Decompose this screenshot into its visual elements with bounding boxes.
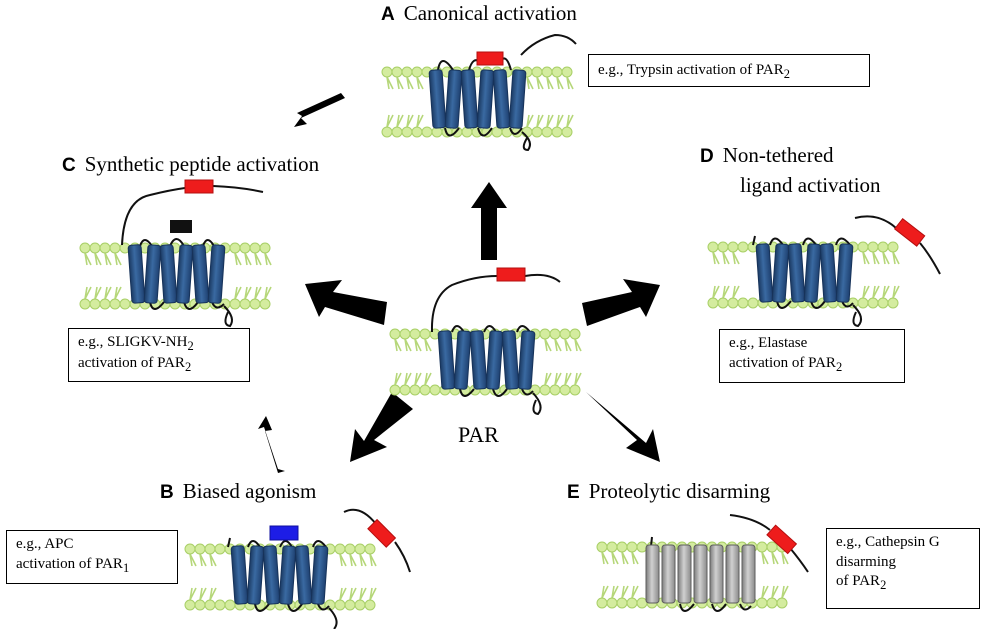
panel-E-title: Proteolytic disarming (588, 479, 771, 503)
panel-A-example-box: e.g., Trypsin activation of PAR2 (588, 54, 870, 87)
panel-C-letter: C (62, 155, 76, 176)
panel-B-example-line2: activation of PAR (16, 555, 123, 572)
arrow-B-to-C (258, 416, 285, 473)
panel-C-example-line1: e.g., SLIGKV-NH (78, 334, 188, 350)
membrane-A (381, 66, 574, 138)
receptor-C (121, 179, 264, 328)
panel-C-example-line1-sub: 2 (187, 339, 194, 353)
tethered-ligand-red (184, 179, 214, 194)
panel-C-example-box: e.g., SLIGKV-NH2 activation of PAR2 (68, 328, 250, 382)
cleaved-ligand-red (893, 217, 926, 247)
panel-B-example-sub: 1 (122, 560, 130, 575)
panel-E-example-sub: 2 (880, 578, 887, 592)
panel-A-letter: A (381, 4, 395, 25)
panel-C-example-line2: activation of PAR (78, 355, 185, 372)
panel-D-letter: D (700, 146, 714, 167)
tethered-ligand-red (476, 51, 504, 66)
cleaved-ligand-red (367, 518, 397, 548)
synthetic-peptide-black (170, 220, 192, 233)
panel-A-example-sub: 2 (783, 67, 790, 81)
panel-E-letter: E (567, 482, 580, 503)
panel-A-title: Canonical activation (403, 1, 577, 25)
panel-D-example-line1: e.g., Elastase (729, 335, 808, 351)
receptor-A (428, 33, 577, 152)
panel-C-heading: C Synthetic peptide activation (62, 152, 320, 177)
panel-A-example-text: e.g., Trypsin activation of PAR (598, 62, 784, 78)
panel-B-heading: B Biased agonism (160, 479, 317, 504)
membrane-E (596, 541, 789, 609)
panel-E-example-box: e.g., Cathepsin G disarming of PAR2 (826, 528, 980, 609)
arrow-center-to-A (471, 182, 507, 260)
panel-E-example-line3: of PAR (836, 573, 881, 589)
receptor-center (430, 267, 561, 416)
biased-ligand-blue (269, 525, 299, 541)
panel-C-example-line2-sub: 2 (184, 360, 192, 375)
center-label: PAR (458, 422, 499, 447)
arrow-center-to-B (350, 392, 413, 462)
panel-D-title-line2: ligand activation (740, 173, 881, 197)
tethered-ligand-red (496, 267, 526, 282)
panel-D-heading: D Non-tethered (700, 143, 834, 168)
receptor-B (227, 508, 411, 629)
panel-B-title: Biased agonism (182, 479, 317, 503)
cleaved-ligand-red (766, 524, 798, 555)
panel-D-title-line1: Non-tethered (722, 143, 834, 167)
panel-C-title: Synthetic peptide activation (84, 152, 320, 176)
big-arrows (258, 93, 660, 473)
panel-D-example-box: e.g., Elastase activation of PAR2 (719, 329, 905, 383)
panel-D-example-sub: 2 (835, 359, 843, 374)
panel-E-heading: E Proteolytic disarming (567, 479, 771, 504)
arrow-center-to-C (305, 280, 387, 325)
arrow-center-to-D (582, 279, 660, 326)
panel-E-example-line1: e.g., Cathepsin G (836, 534, 940, 550)
panel-B-example-line1: e.g., APC (16, 536, 74, 552)
panel-B-letter: B (160, 482, 174, 503)
receptor-E (645, 514, 809, 612)
panel-D-example-line2: activation of PAR (729, 354, 836, 371)
panel-E-example-line2: disarming (836, 553, 896, 570)
arrow-C-to-A (294, 93, 345, 127)
panel-B-example-box: e.g., APC activation of PAR1 (6, 530, 178, 584)
receptor-D (752, 215, 941, 328)
arrow-center-to-E (586, 392, 660, 462)
panel-A-heading: A Canonical activation (381, 1, 577, 26)
